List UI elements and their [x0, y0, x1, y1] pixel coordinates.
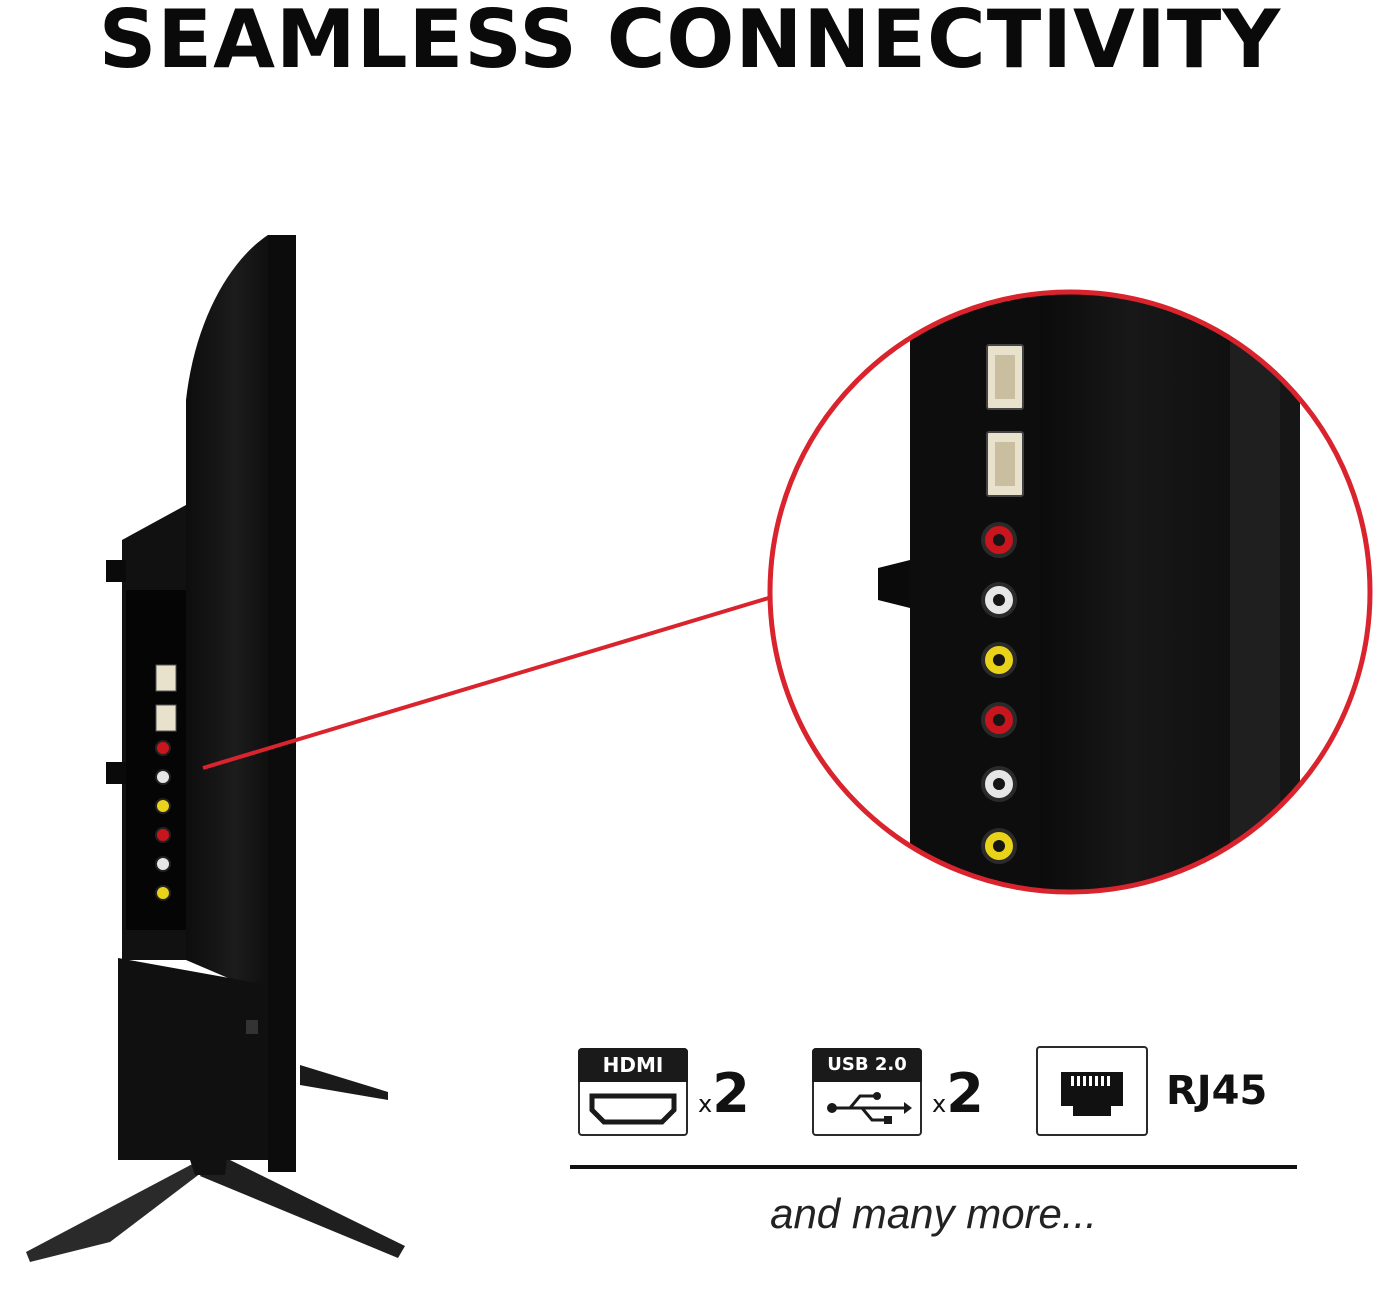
hdmi-icon [589, 1093, 677, 1125]
hdmi-label: HDMI [578, 1048, 688, 1082]
usb-label: USB 2.0 [812, 1048, 922, 1082]
ethernet-port-icon [1061, 1072, 1123, 1116]
headline: SEAMLESS CONNECTIVITY [98, 0, 1282, 86]
usb-badge: USB 2.0 [812, 1048, 922, 1136]
divider [570, 1165, 1297, 1169]
tv-body [106, 235, 296, 1172]
usb-count: x2 [932, 1062, 984, 1125]
zoom-callout [767, 289, 1373, 895]
rj45-label: RJ45 [1166, 1068, 1268, 1114]
footer-text: and many more... [770, 1190, 1097, 1237]
hdmi-badge: HDMI [578, 1048, 688, 1136]
tv-side-ports [155, 664, 177, 901]
hdmi-count: x2 [698, 1062, 750, 1125]
callout-line [202, 595, 773, 770]
rj45-badge [1036, 1046, 1148, 1136]
usb-icon [827, 1092, 912, 1124]
